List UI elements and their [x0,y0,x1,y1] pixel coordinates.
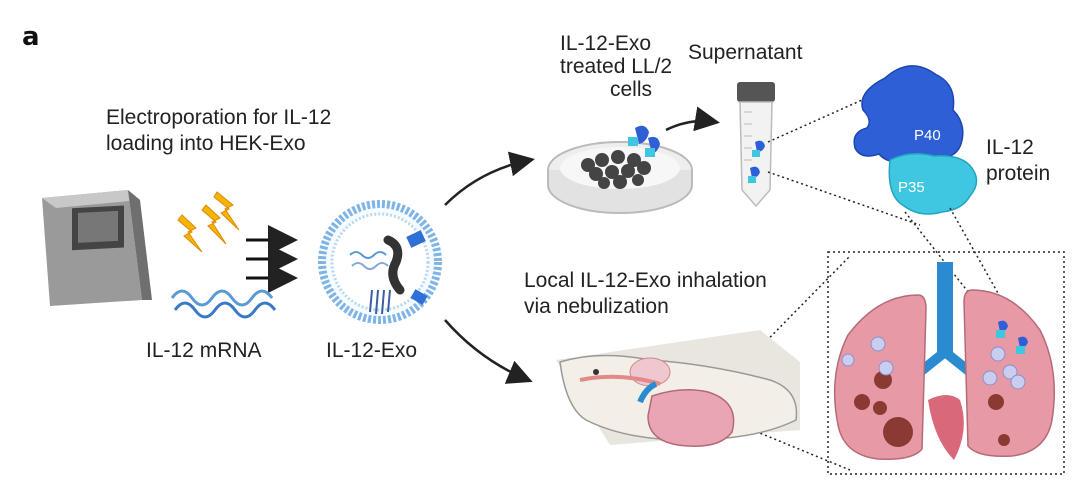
lungs-icon [833,262,1056,461]
electroporation-label-line1: Electroporation for IL-12 [106,106,332,129]
zoom-lines-protein [767,91,921,226]
inhalation-label-line1: Local IL-12-Exo inhalation [524,269,767,292]
arrow-to-supernatant [665,106,720,132]
p40-label: P40 [914,127,941,144]
delivery-arrows [246,225,298,293]
mrna-strand-icon [170,289,277,319]
protein-label-line1: IL-12 [986,136,1034,159]
p35-label: P35 [898,179,925,196]
treated-label-line2: treated LL/2 [560,55,673,78]
il12-protein-icon: P40 P35 [853,65,978,215]
inhalation-label-line2: via nebulization [524,295,669,318]
exo-label: IL-12-Exo [326,339,418,362]
panel-label: a [22,22,40,52]
electroporation-label-line2: loading into HEK-Exo [106,132,306,155]
arrow-to-mouse [444,319,533,384]
lightning-icon [177,191,240,253]
electroporator-icon [42,190,152,306]
treated-label-line3: cells [610,78,653,101]
petri-dish-icon [547,125,693,214]
supernatant-label: Supernatant [688,41,803,64]
protein-label-line2: protein [986,162,1051,185]
lung-inset-box [827,251,1065,475]
treated-label-line1: IL-12-Exo [560,32,652,55]
exosome-icon [318,200,442,324]
mrna-label: IL-12 mRNA [146,339,262,362]
arrow-to-cells [444,151,535,206]
centrifuge-tube-icon [737,82,775,208]
mouse-icon [556,330,800,447]
